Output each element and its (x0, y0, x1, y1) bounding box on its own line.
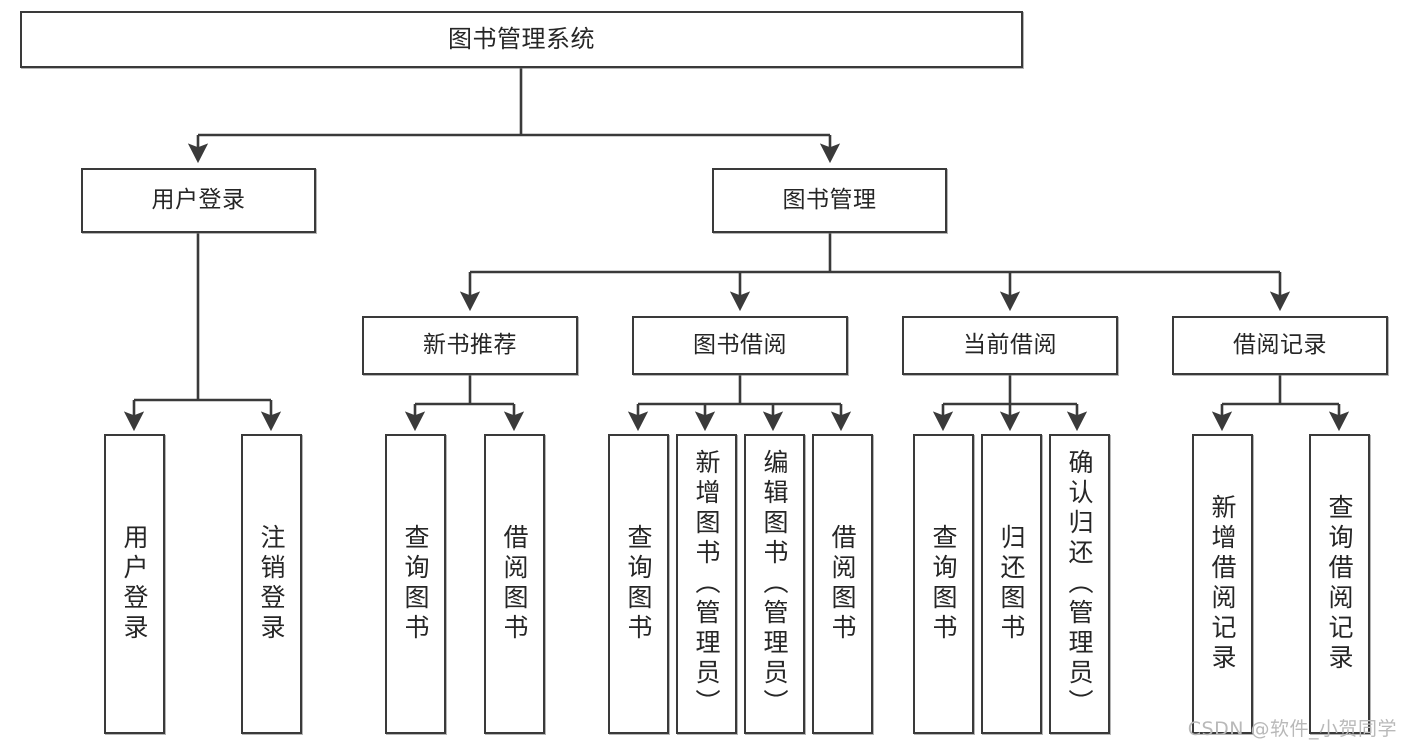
node-current-borrow[interactable]: 当前借阅 (902, 316, 1118, 375)
node-label: 查询图书 (929, 524, 958, 644)
node-new-book-recommend[interactable]: 新书推荐 (362, 316, 578, 375)
node-label: 确认归还（管理员） (1065, 449, 1094, 719)
node-leaf-return-book[interactable]: 归还图书 (981, 434, 1042, 734)
node-label: 新增图书（管理员） (692, 449, 721, 719)
node-label: 新增借阅记录 (1208, 494, 1237, 674)
node-label: 当前借阅 (963, 331, 1057, 358)
node-leaf-query-book-1[interactable]: 查询图书 (385, 434, 446, 734)
node-leaf-add-book[interactable]: 新增图书（管理员） (676, 434, 737, 734)
node-book-management-system[interactable]: 图书管理系统 (20, 11, 1023, 68)
node-label: 编辑图书（管理员） (760, 449, 789, 719)
node-label: 注销登录 (257, 524, 286, 644)
node-leaf-edit-book[interactable]: 编辑图书（管理员） (744, 434, 805, 734)
node-leaf-query-record[interactable]: 查询借阅记录 (1309, 434, 1370, 734)
node-leaf-user-login[interactable]: 用户登录 (104, 434, 165, 734)
node-label: 用户登录 (151, 186, 246, 213)
node-label: 用户登录 (120, 524, 149, 644)
node-leaf-borrow-book-2[interactable]: 借阅图书 (812, 434, 873, 734)
node-label: 借阅记录 (1233, 331, 1327, 358)
node-book-borrow[interactable]: 图书借阅 (632, 316, 848, 375)
node-user-login[interactable]: 用户登录 (81, 168, 316, 233)
node-label: 查询借阅记录 (1325, 494, 1354, 674)
node-label: 查询图书 (624, 524, 653, 644)
csdn-watermark: CSDN @软件_小贺同学 (1187, 718, 1397, 740)
node-label: 图书管理 (782, 186, 877, 213)
node-label: 图书借阅 (693, 331, 787, 358)
node-leaf-add-record[interactable]: 新增借阅记录 (1192, 434, 1253, 734)
node-leaf-borrow-book-1[interactable]: 借阅图书 (484, 434, 545, 734)
node-label: 借阅图书 (500, 524, 529, 644)
node-label: 查询图书 (401, 524, 430, 644)
node-label: 新书推荐 (423, 331, 517, 358)
node-leaf-query-book-3[interactable]: 查询图书 (913, 434, 974, 734)
node-leaf-confirm-return[interactable]: 确认归还（管理员） (1049, 434, 1110, 734)
node-label: 借阅图书 (828, 524, 857, 644)
node-borrow-record[interactable]: 借阅记录 (1172, 316, 1388, 375)
node-book-management[interactable]: 图书管理 (712, 168, 947, 233)
node-label: 图书管理系统 (448, 25, 595, 54)
node-label: 归还图书 (997, 524, 1026, 644)
node-leaf-logout-login[interactable]: 注销登录 (241, 434, 302, 734)
node-leaf-query-book-2[interactable]: 查询图书 (608, 434, 669, 734)
